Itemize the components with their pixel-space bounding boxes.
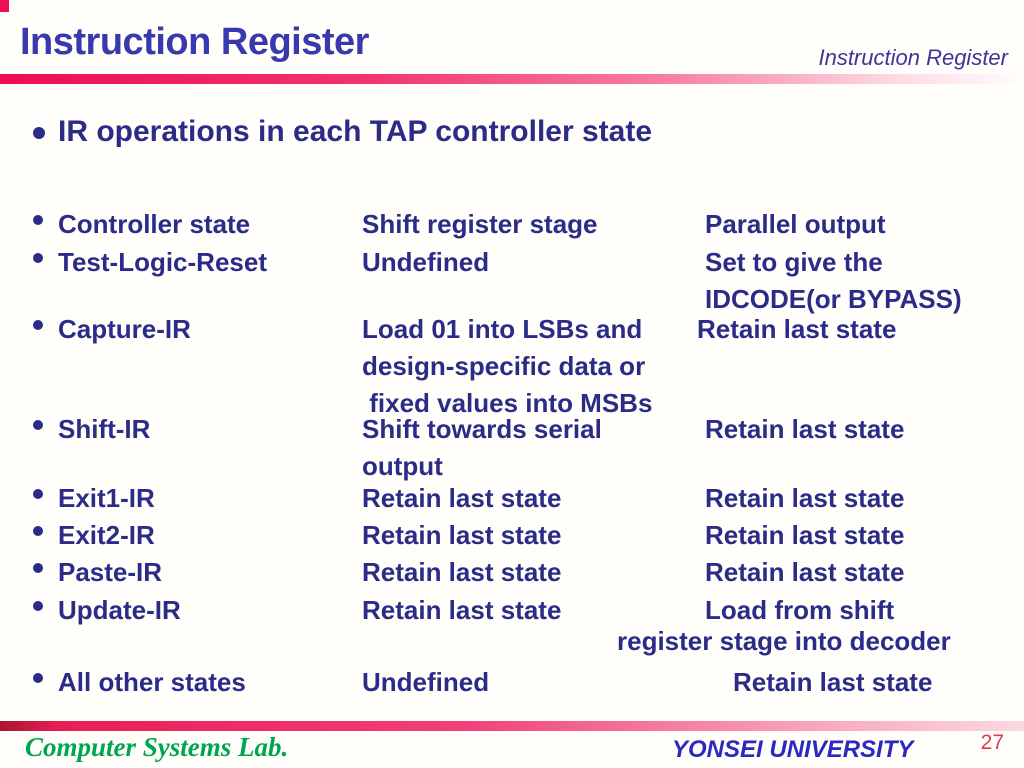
table-row: Capture-IR Load 01 into LSBs and design-… [0,311,1024,418]
footer-divider-bar [0,721,1024,731]
cell-state: All other states [58,667,246,697]
cell-state: Capture-IR [58,314,191,344]
cell-parallel: Load from shift register stage into deco… [617,592,951,660]
cell-line: Retain last state [362,557,562,587]
cell-line: Retain last state [705,557,905,587]
cell-parallel: Retain last state [705,411,904,448]
cell-line: Retain last state [362,483,562,513]
corner-accent-mark [0,0,9,12]
page-number: 27 [980,731,1004,754]
cell-parallel: Retain last state [705,554,904,591]
bullet-icon [33,320,43,330]
bullet-icon [33,127,45,139]
cell-line: IDCODE(or BYPASS) [705,284,962,314]
cell-line: Set to give the [705,247,883,277]
cell-state: Update-IR [58,595,181,625]
cell-line: Retain last state [362,595,562,625]
lead-bullet-text: IR operations in each TAP controller sta… [58,115,653,148]
cell-shift: Retain last state [362,592,561,629]
cell-line: Retain last state [733,667,933,697]
cell-parallel: Retain last state [705,517,904,554]
cell-line: Retain last state [697,314,897,344]
bullet-icon [33,420,43,430]
cell-line: Shift towards serial [362,414,602,444]
cell-shift: Retain last state [362,517,561,554]
bullet-icon [33,489,43,499]
university-name: YONSEI UNIVERSITY [672,736,914,763]
cell-parallel: Retain last state [733,664,932,701]
column-shift-register-stage: Shift register stage [362,206,598,243]
bullet-icon [33,526,43,536]
cell-shift: Retain last state [362,480,561,517]
cell-line: Undefined [362,247,490,277]
cell-line: Load from shift [705,595,895,625]
table-row: Exit2-IR Retain last state Retain last s… [0,517,1024,557]
cell-line: register stage into decoder [617,626,951,656]
cell-parallel: Retain last state [697,311,896,348]
cell-line: Retain last state [362,520,562,550]
cell-line: Shift register stage [362,209,598,239]
column-controller-state: Controller state [58,209,251,239]
cell-line: Retain last state [705,483,905,513]
cell-line: Parallel output [705,209,886,239]
cell-shift: Shift towards serial output [362,411,602,485]
cell-state: Test-Logic-Reset [58,247,267,277]
table-row: Shift-IR Shift towards serial output Ret… [0,411,1024,481]
cell-line: fixed values into MSBs [362,388,653,418]
table-row: Update-IR Retain last state Load from sh… [0,592,1024,656]
cell-shift: Undefined [362,244,489,281]
cell-parallel: Set to give the IDCODE(or BYPASS) [705,244,962,318]
cell-shift: Load 01 into LSBs and design-specific da… [362,311,652,422]
cell-state: Exit1-IR [58,483,155,513]
bullet-icon [33,673,43,683]
cell-shift: Retain last state [362,554,561,591]
title-divider-bar [0,74,1024,84]
running-header: Instruction Register [818,45,1008,70]
table-row-header: Controller state Shift register stage Pa… [0,206,1024,246]
table-row: Test-Logic-Reset Undefined Set to give t… [0,244,1024,314]
cell-line: Retain last state [705,520,905,550]
cell-state: Exit2-IR [58,520,155,550]
cell-line: Retain last state [705,414,905,444]
cell-line: Load 01 into LSBs and [362,314,643,344]
cell-shift: Undefined [362,664,489,701]
table-row: Paste-IR Retain last state Retain last s… [0,554,1024,594]
cell-state: Paste-IR [58,557,163,587]
bullet-icon [33,253,43,263]
page-title: Instruction Register [20,21,369,63]
bullet-icon [33,563,43,573]
bullet-icon [33,215,43,225]
table-row: Exit1-IR Retain last state Retain last s… [0,480,1024,520]
cell-line: Undefined [362,667,490,697]
lab-name: Computer Systems Lab. [25,732,289,762]
cell-line: design-specific data or [362,351,646,381]
bullet-icon [33,601,43,611]
cell-line: output [362,451,443,481]
cell-state: Shift-IR [58,414,151,444]
column-parallel-output: Parallel output [705,206,886,243]
cell-parallel: Retain last state [705,480,904,517]
table-row: All other states Undefined Retain last s… [0,664,1024,704]
